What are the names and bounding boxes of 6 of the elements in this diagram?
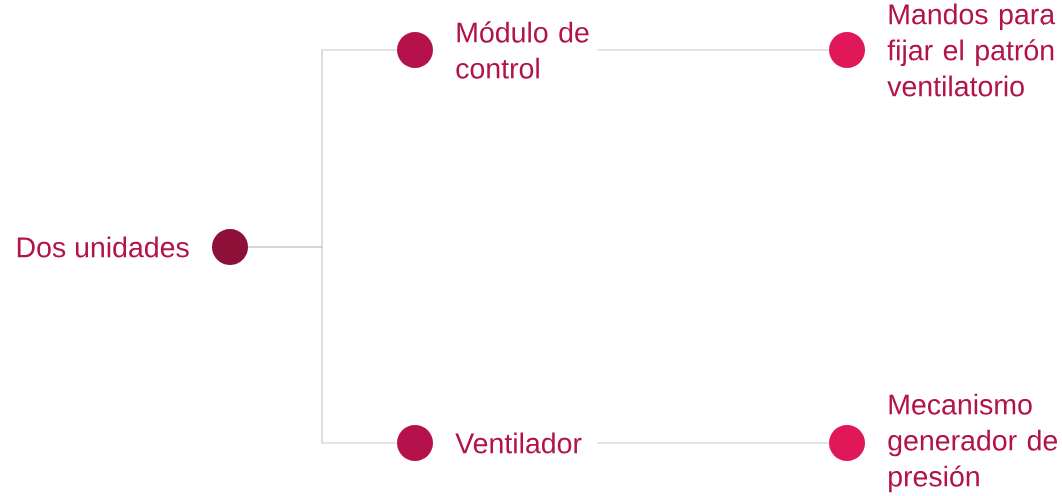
node-label: Mandos para fijar el patrón ventilatorio	[887, 3, 1056, 97]
node-label: Mecanismo generador de presión	[888, 393, 1058, 493]
node-label: Dos unidades	[17, 236, 189, 258]
node-label: Módulo de control	[456, 21, 589, 79]
node-label: Ventilador	[455, 432, 582, 454]
connector-line	[247, 246, 398, 444]
